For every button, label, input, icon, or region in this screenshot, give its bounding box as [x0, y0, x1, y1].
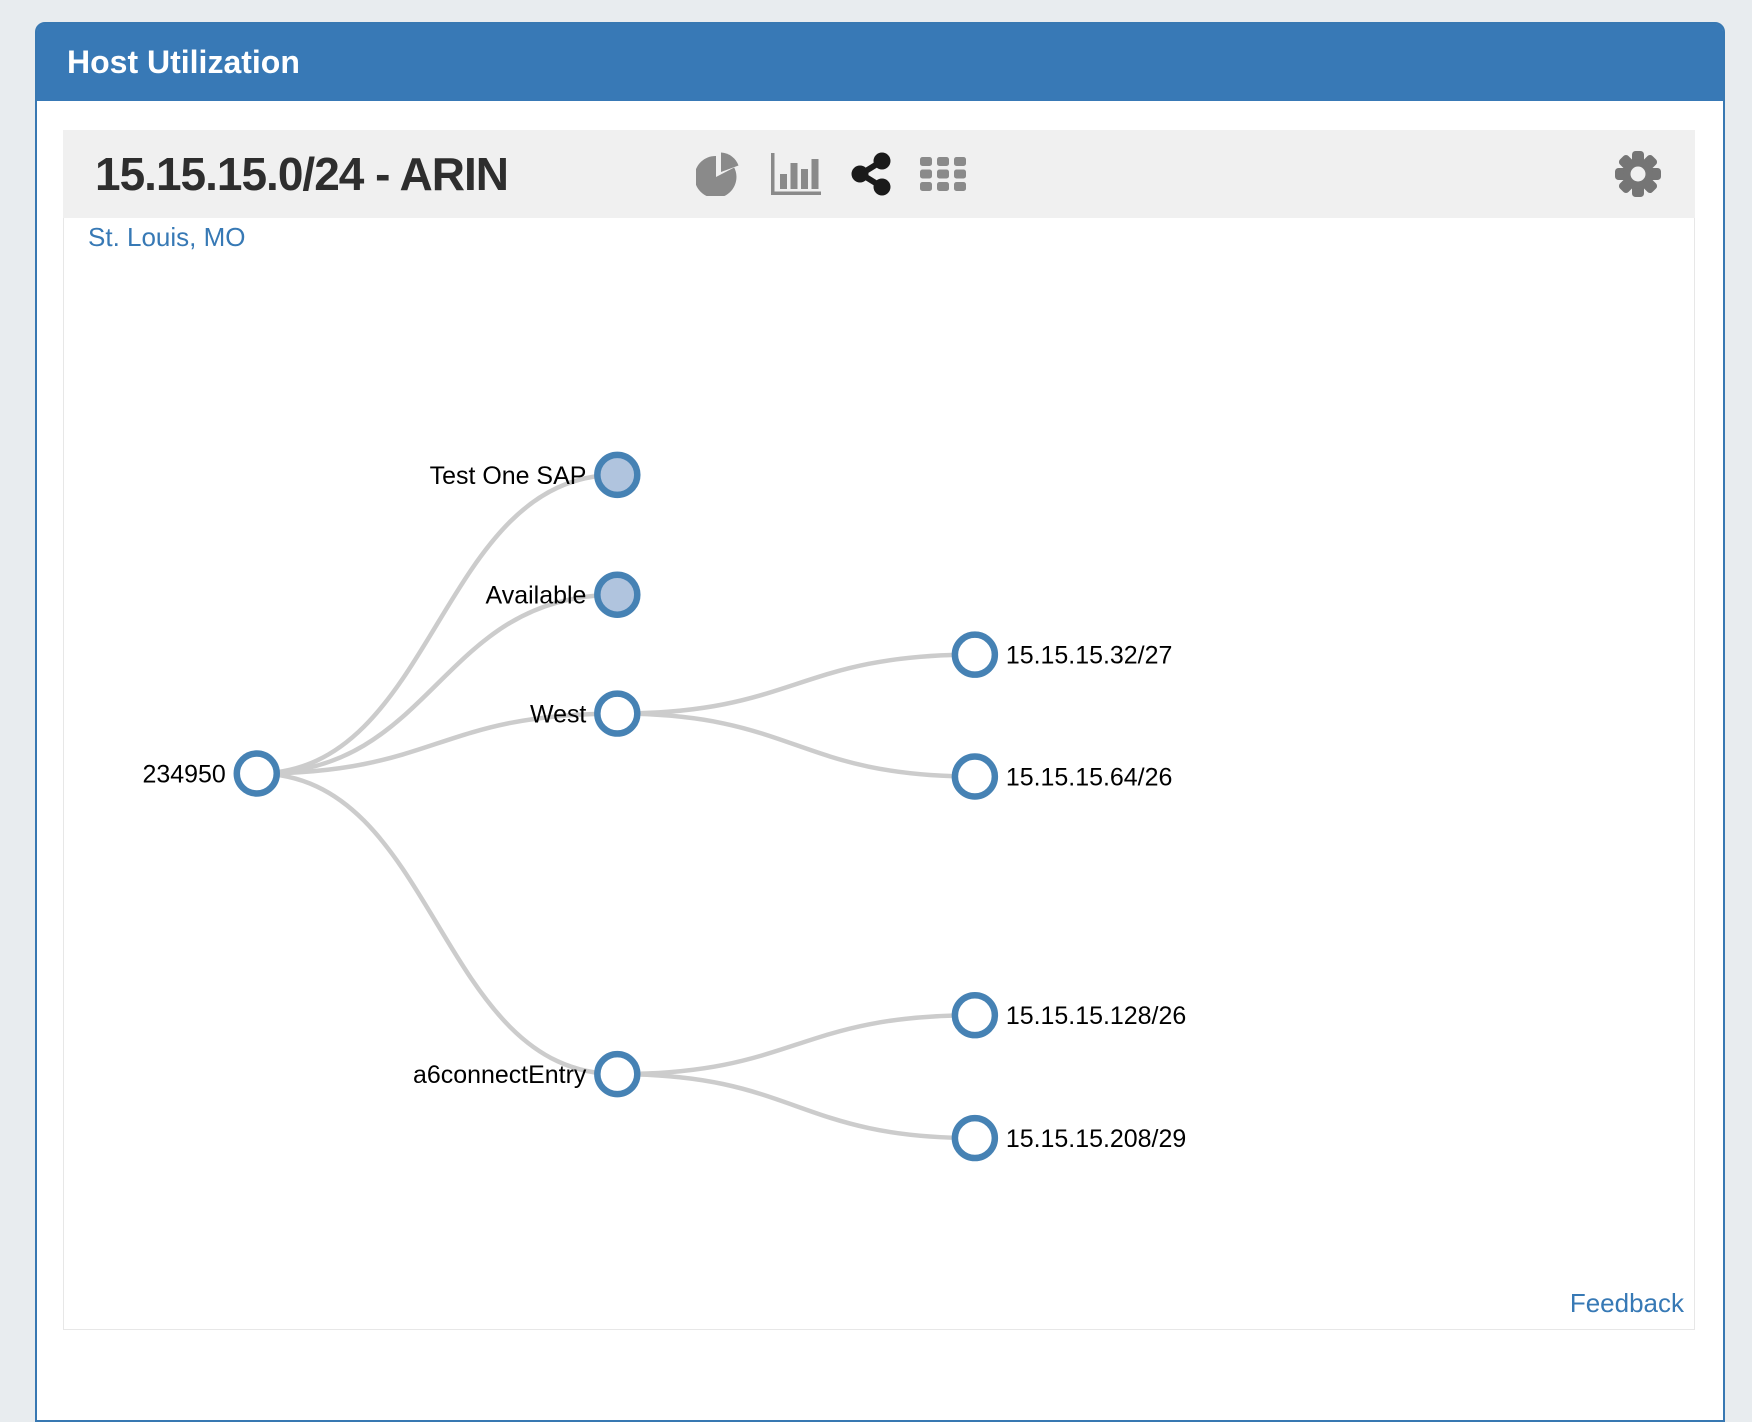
tree-node-label: 15.15.15.208/29 [1006, 1125, 1186, 1153]
tree-node-west: West [530, 690, 641, 737]
tree-node-root: 234950 [143, 750, 280, 797]
host-utilization-panel: Host Utilization 15.15.15.0/24 - ARIN [35, 22, 1725, 1422]
tree-link [256, 472, 618, 776]
gear-icon [1615, 151, 1661, 197]
tree-node-circle[interactable] [951, 631, 999, 678]
subnet-title: 15.15.15.0/24 - ARIN [95, 148, 509, 200]
tree-node-net-32-27: 15.15.15.32/27 [951, 631, 1173, 678]
tree-node-label: Available [486, 582, 587, 610]
tree-node-circle[interactable] [594, 451, 641, 499]
tree-link [617, 1071, 975, 1141]
tree-node-label: 15.15.15.64/26 [1006, 763, 1173, 791]
tree-node-circle[interactable] [594, 571, 641, 618]
tree-view-button[interactable] [842, 143, 900, 205]
tree-link [617, 1012, 975, 1077]
bar-chart-view-button[interactable] [767, 143, 825, 205]
subnet-gadget: 15.15.15.0/24 - ARIN [63, 130, 1695, 1330]
tree-link [256, 592, 618, 776]
tree-node-circle[interactable] [233, 750, 280, 797]
gadget-header: 15.15.15.0/24 - ARIN [63, 130, 1695, 218]
tree-node-circle[interactable] [951, 1114, 999, 1162]
tree-node-label: a6connectEntry [413, 1061, 587, 1089]
grid-icon [920, 157, 966, 191]
tree-node-available: Available [486, 571, 641, 618]
pie-chart-icon [696, 152, 739, 196]
settings-button[interactable] [1609, 143, 1667, 205]
tree-node-net-208-29: 15.15.15.208/29 [951, 1114, 1186, 1162]
grid-view-button[interactable] [914, 143, 972, 205]
tree-node-label: 15.15.15.32/27 [1006, 642, 1173, 670]
tree-node-label: Test One SAP [430, 462, 587, 490]
tree-node-label: 15.15.15.128/26 [1006, 1002, 1186, 1030]
tree-node-test-one-sap: Test One SAP [430, 451, 641, 499]
tree-node-a6connectentry: a6connectEntry [413, 1050, 641, 1098]
tree-node-circle[interactable] [594, 1050, 641, 1098]
tree-node-circle[interactable] [951, 991, 999, 1039]
tree-node-net-128-26: 15.15.15.128/26 [951, 991, 1186, 1039]
tree-node-net-64-26: 15.15.15.64/26 [951, 753, 1173, 800]
panel-title: Host Utilization [67, 44, 300, 80]
tree-node-circle[interactable] [594, 690, 641, 737]
pie-chart-view-button[interactable] [689, 143, 747, 205]
panel-header: Host Utilization [37, 24, 1723, 101]
share-tree-icon [851, 152, 891, 196]
tree-link [617, 711, 975, 779]
tree-link [617, 652, 975, 716]
location-link[interactable]: St. Louis, MO [88, 222, 246, 252]
tree-link [256, 711, 618, 776]
tree-link [256, 771, 618, 1077]
tree-node-circle[interactable] [951, 753, 999, 800]
tree-node-label: 234950 [143, 760, 226, 788]
tree-node-label: West [530, 701, 586, 729]
feedback-link[interactable]: Feedback [1569, 1288, 1684, 1318]
bar-chart-icon [771, 153, 821, 195]
